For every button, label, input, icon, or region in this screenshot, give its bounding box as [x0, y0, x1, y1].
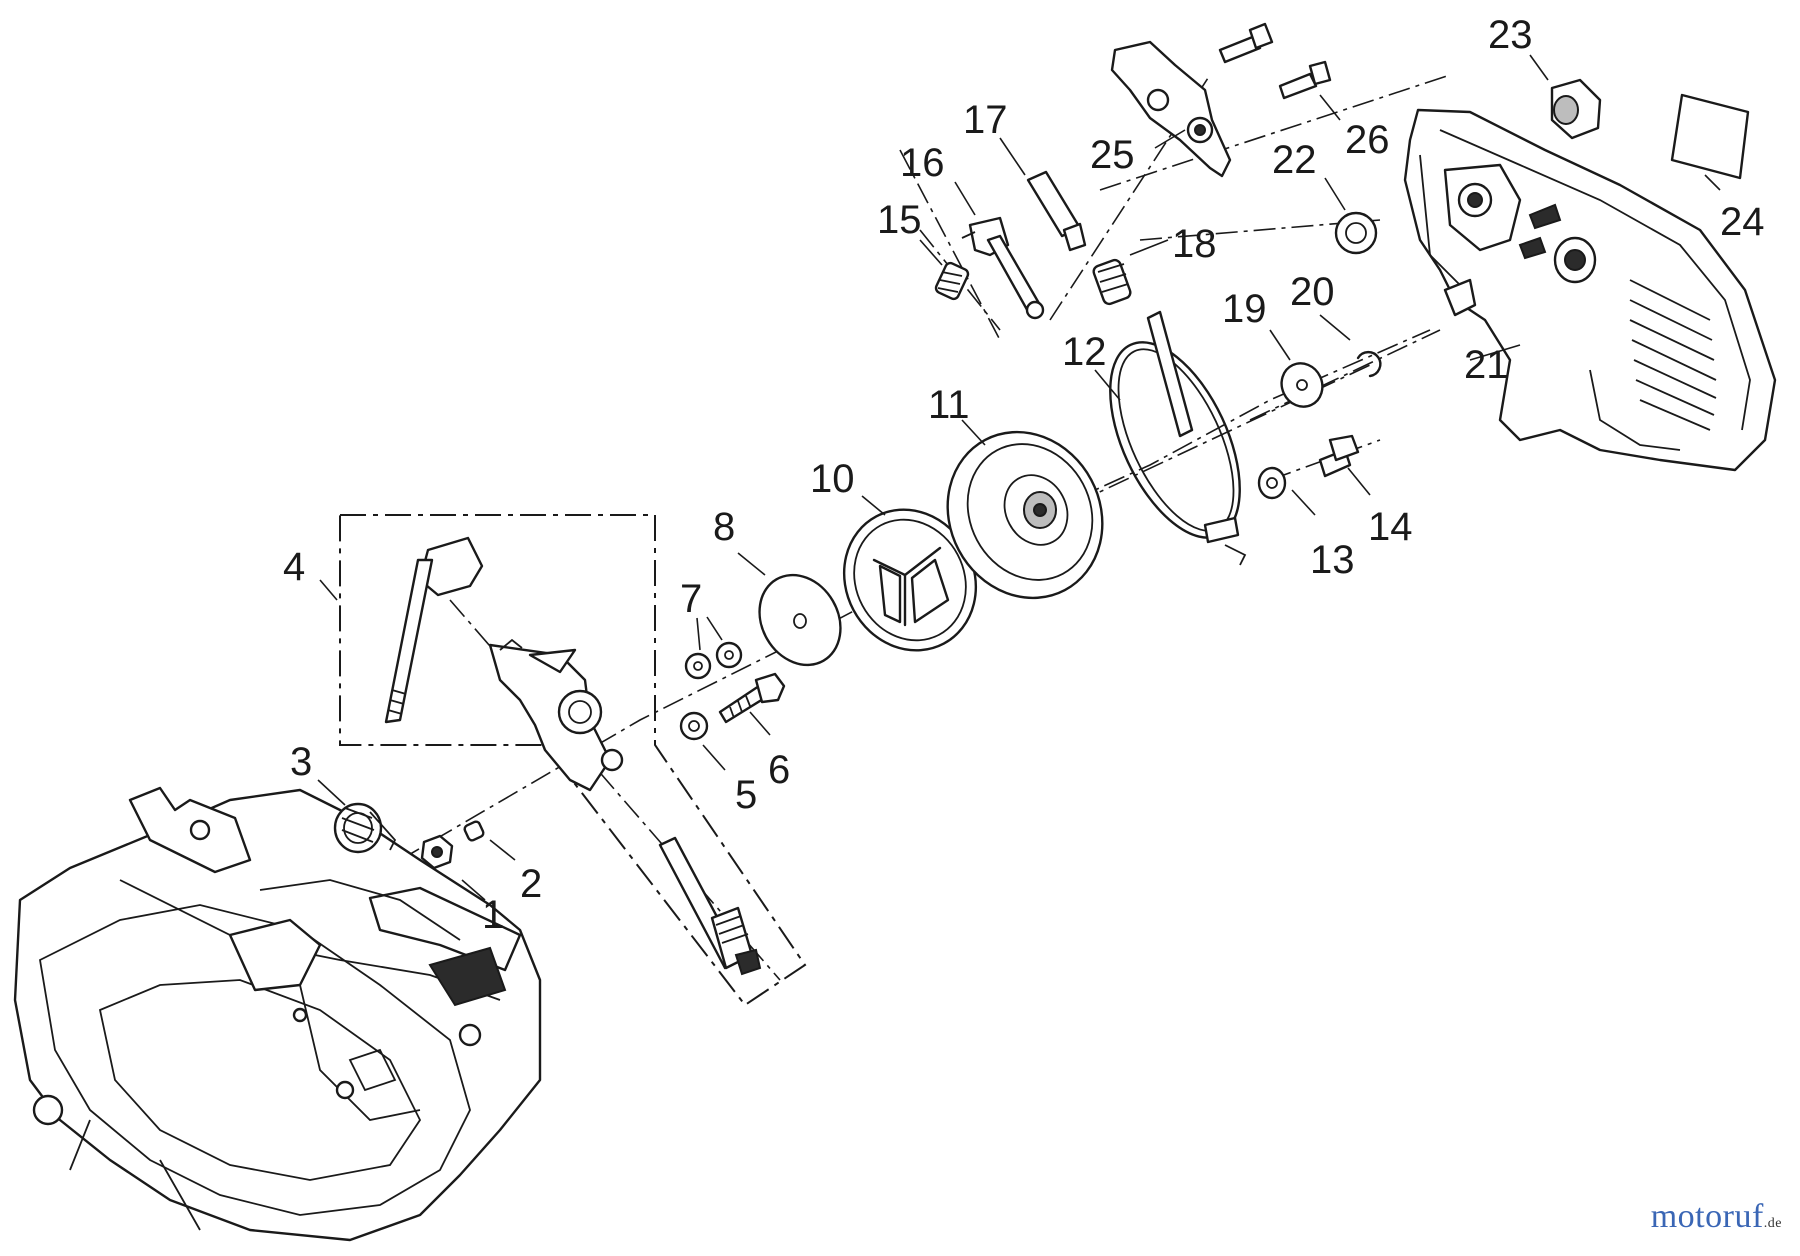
callout-23: 23 — [1488, 13, 1533, 57]
callout-7: 7 — [680, 577, 702, 621]
part-1-nut — [420, 834, 454, 870]
crankcase-housing — [13, 786, 542, 1242]
callout-25: 25 — [1090, 133, 1135, 177]
callout-19: 19 — [1222, 287, 1267, 331]
part-26-screws — [1218, 22, 1332, 100]
part-21-sprocket-cover — [1403, 108, 1777, 472]
part-17-rod — [1026, 170, 1087, 252]
callout-15: 15 — [877, 198, 922, 242]
part-5-washer — [679, 711, 709, 741]
callout-4: 4 — [283, 545, 305, 589]
callout-24: 24 — [1720, 200, 1765, 244]
callout-5: 5 — [735, 773, 757, 817]
part-4-oil-pump-assembly — [384, 536, 762, 976]
callout-12: 12 — [1062, 330, 1107, 374]
callout-21: 21 — [1464, 343, 1509, 387]
part-7-washers — [684, 641, 743, 680]
callout-18: 18 — [1172, 222, 1217, 266]
part-23-nut — [1550, 78, 1602, 140]
callout-11: 11 — [928, 383, 970, 427]
part-19-washer — [1280, 362, 1324, 408]
part-6-screw — [718, 672, 786, 724]
callout-3: 3 — [290, 740, 312, 784]
part-2-pin — [463, 820, 485, 842]
part-18-spring — [1092, 258, 1132, 306]
part-12-brake-band — [1109, 310, 1247, 566]
part-15-spring — [934, 261, 970, 301]
callout-13: 13 — [1310, 538, 1355, 582]
callout-10: 10 — [810, 457, 855, 501]
part-25-bracket — [1110, 40, 1232, 178]
callout-6: 6 — [768, 748, 790, 792]
part-22-collar — [1334, 211, 1378, 255]
part-16-brake-lever — [961, 216, 1045, 320]
part-24-label — [1670, 93, 1750, 180]
callout-1: 1 — [482, 893, 504, 937]
part-10-clutch — [842, 508, 978, 652]
watermark-tld: .de — [1763, 1216, 1782, 1231]
callout-17: 17 — [963, 98, 1008, 142]
part-11-clutch-drum — [946, 430, 1104, 600]
callout-14: 14 — [1368, 505, 1413, 549]
part-14-screw — [1318, 434, 1360, 478]
callout-8: 8 — [713, 505, 735, 549]
callout-numbers: 1 2 3 4 5 6 7 8 10 11 12 13 14 15 16 17 … — [283, 13, 1765, 937]
part-8-disc — [758, 573, 842, 667]
part-3-spring — [333, 802, 397, 854]
site-watermark: motoruf.de — [1651, 1198, 1782, 1236]
watermark-text: motoruf — [1650, 1198, 1764, 1235]
part-20-clip — [1356, 350, 1382, 378]
callout-leaders — [317, 54, 1721, 901]
callout-26: 26 — [1345, 118, 1390, 162]
callout-20: 20 — [1290, 270, 1335, 314]
part-13-washer — [1257, 466, 1287, 500]
subassembly-outline — [339, 514, 807, 1007]
callout-2: 2 — [520, 862, 542, 906]
callout-16: 16 — [900, 141, 945, 185]
callout-22: 22 — [1272, 138, 1317, 182]
